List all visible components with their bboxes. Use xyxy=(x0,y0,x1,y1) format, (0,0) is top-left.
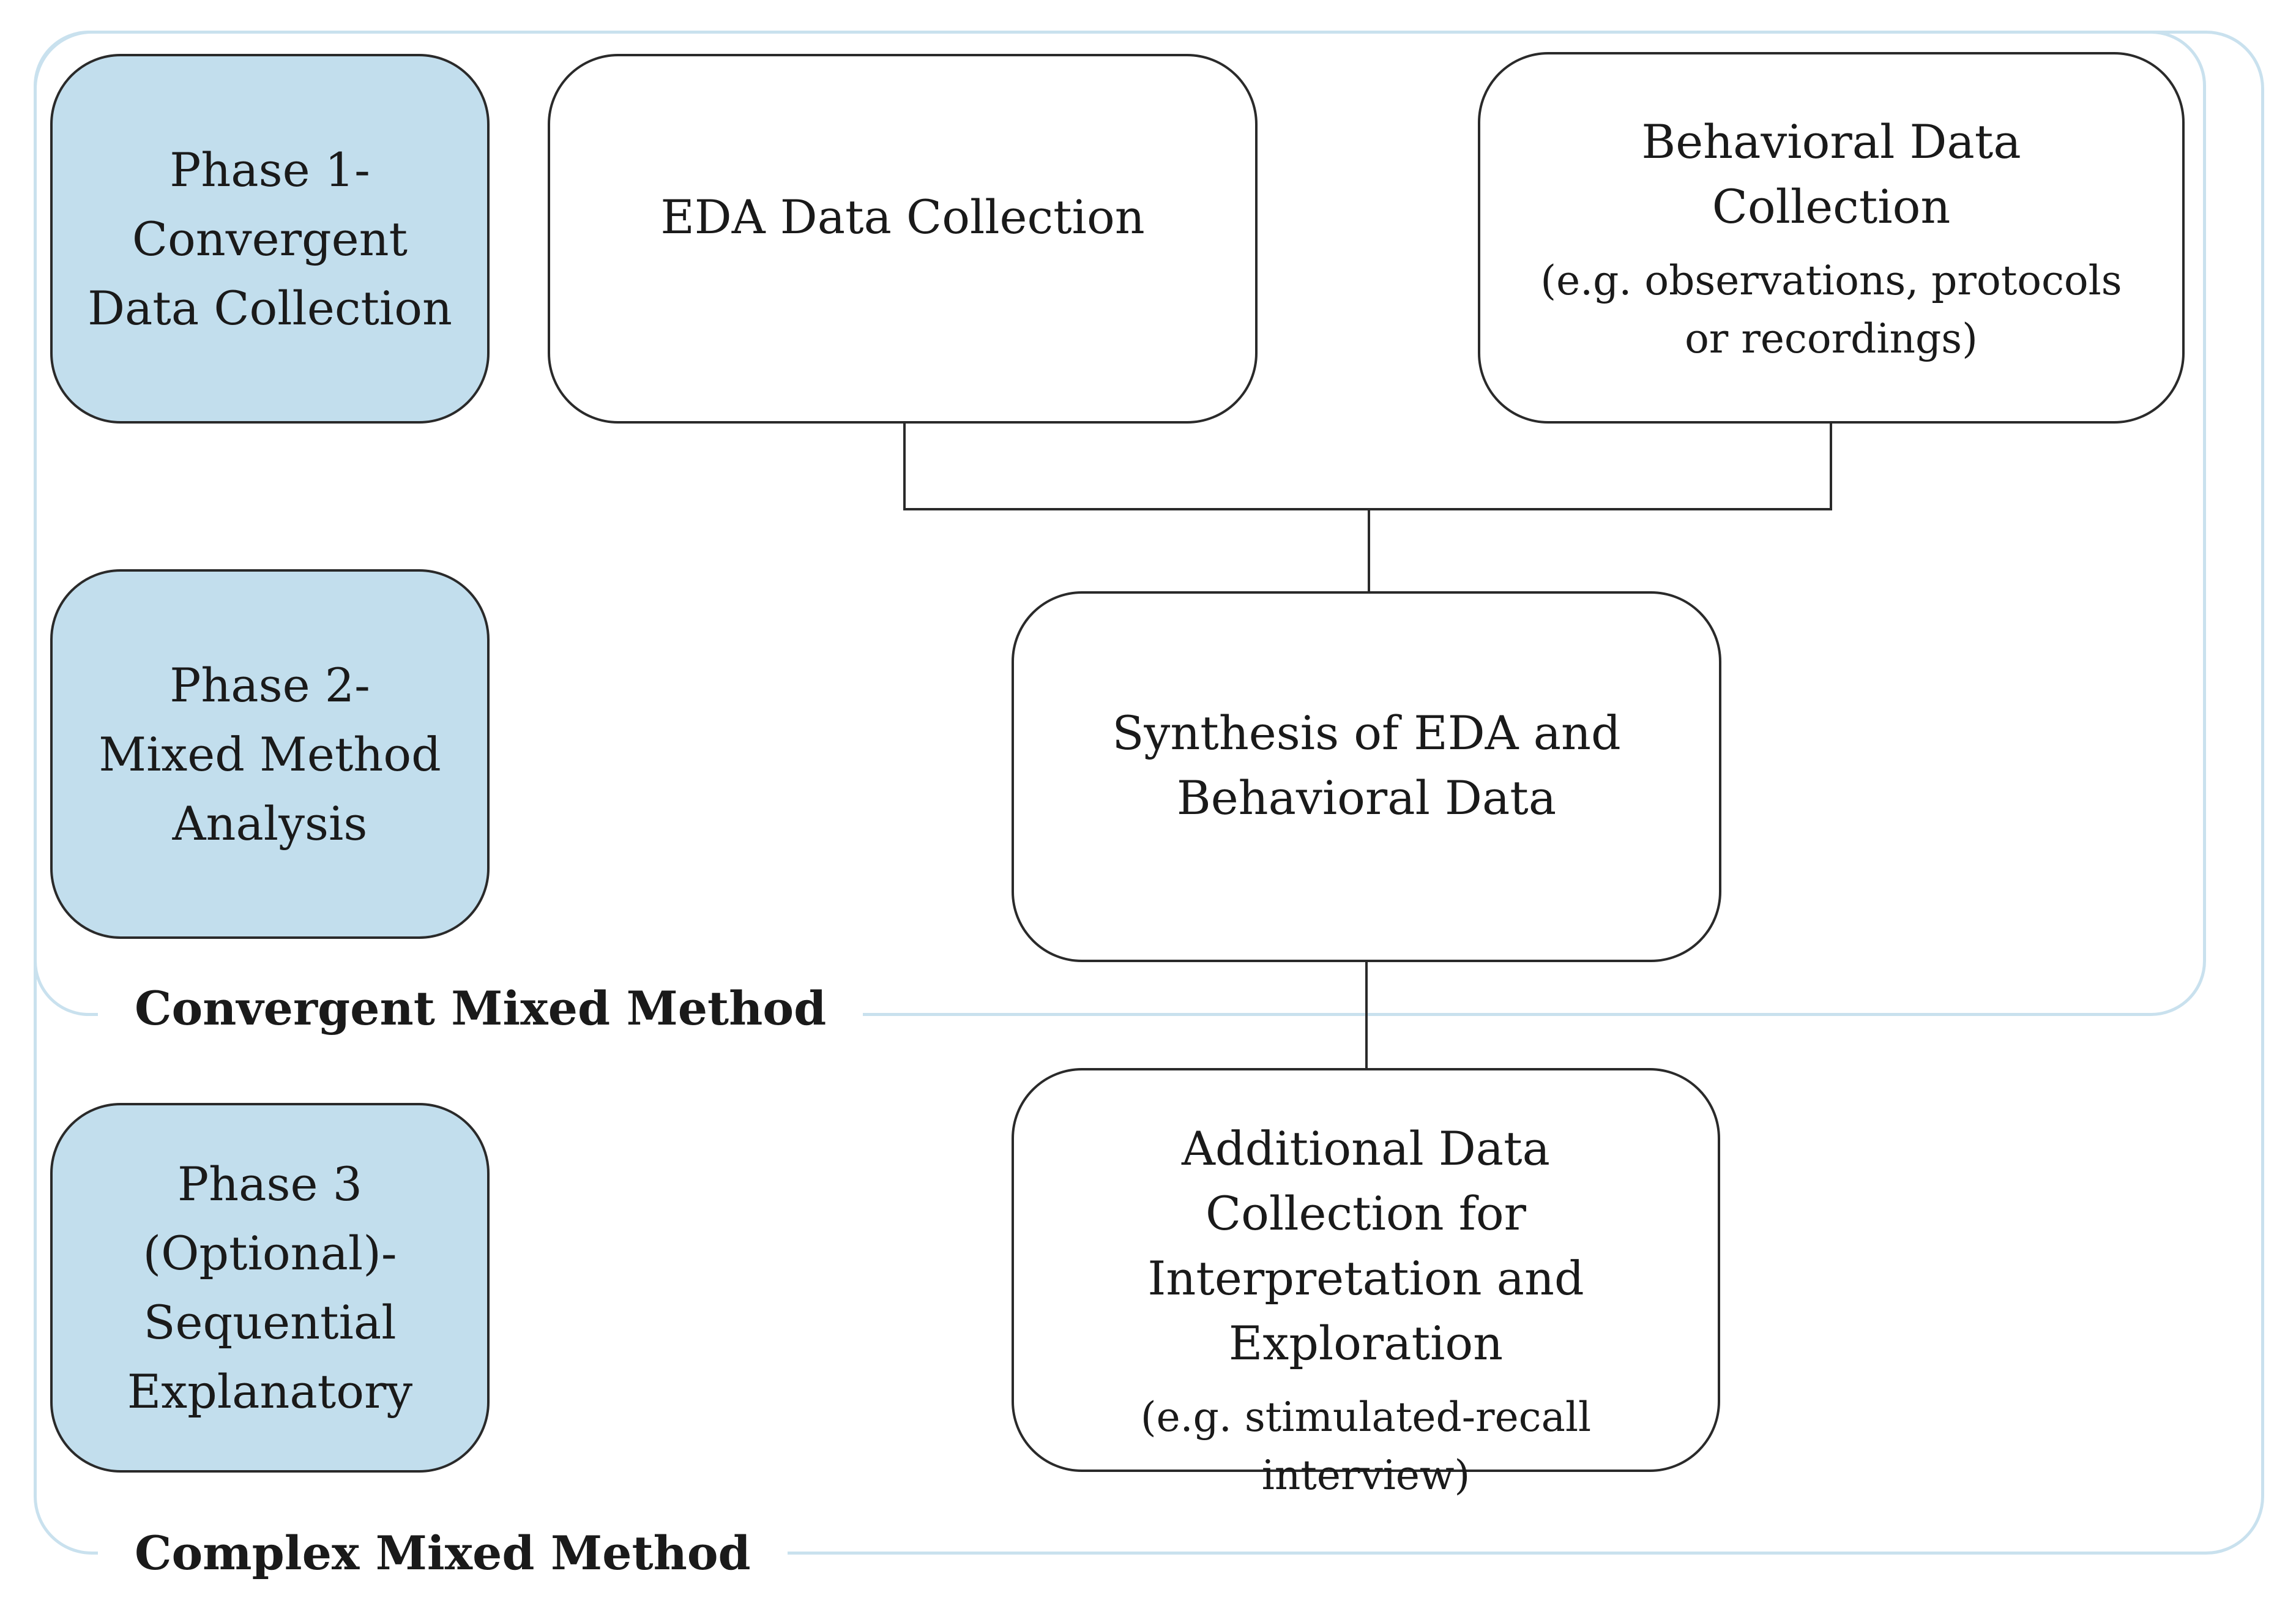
phase-2-line-2: Mixed Method xyxy=(99,726,441,782)
phase-1-line-2: Convergent xyxy=(132,211,408,266)
phase-1-box: Phase 1- Convergent Data Collection xyxy=(50,54,490,424)
behavioral-data-collection-title: Behavioral Data Collection xyxy=(1641,114,2021,234)
behavioral-data-collection-box: Behavioral Data Collection (e.g. observa… xyxy=(1478,52,2185,424)
eda-data-collection-title: EDA Data Collection xyxy=(660,190,1145,244)
phase-3-line-4: Explanatory xyxy=(127,1364,413,1419)
phase-1-line-1: Phase 1- xyxy=(170,142,370,197)
phase-2-line-3: Analysis xyxy=(172,796,368,851)
additional-data-collection-note: (e.g. stimulated-recall interview) xyxy=(1140,1394,1592,1499)
synthesis-box: Synthesis of EDA and Behavioral Data xyxy=(1012,591,1721,962)
synthesis-title: Synthesis of EDA and Behavioral Data xyxy=(1112,706,1621,825)
phase-3-box: Phase 3 (Optional)- Sequential Explanato… xyxy=(50,1103,490,1473)
complex-mixed-method-label: Complex Mixed Method xyxy=(98,1530,788,1577)
convergent-mixed-method-frame xyxy=(34,31,2206,1016)
phase-3-line-2: (Optional)- xyxy=(143,1226,397,1280)
additional-data-collection-box: Additional Data Collection for Interpret… xyxy=(1012,1068,1720,1499)
phase-2-box: Phase 2- Mixed Method Analysis xyxy=(50,569,490,939)
additional-data-collection-title: Additional Data Collection for Interpret… xyxy=(1147,1121,1584,1370)
convergent-mixed-method-label: Convergent Mixed Method xyxy=(98,985,863,1032)
phase-3-line-1: Phase 3 xyxy=(177,1157,362,1211)
eda-data-collection-box: EDA Data Collection xyxy=(548,54,1258,424)
phase-1-line-3: Data Collection xyxy=(88,280,452,335)
phase-2-line-1: Phase 2- xyxy=(170,657,370,712)
behavioral-data-collection-note: (e.g. observations, protocols or recordi… xyxy=(1540,257,2122,362)
phase-3-line-3: Sequential xyxy=(143,1295,397,1350)
